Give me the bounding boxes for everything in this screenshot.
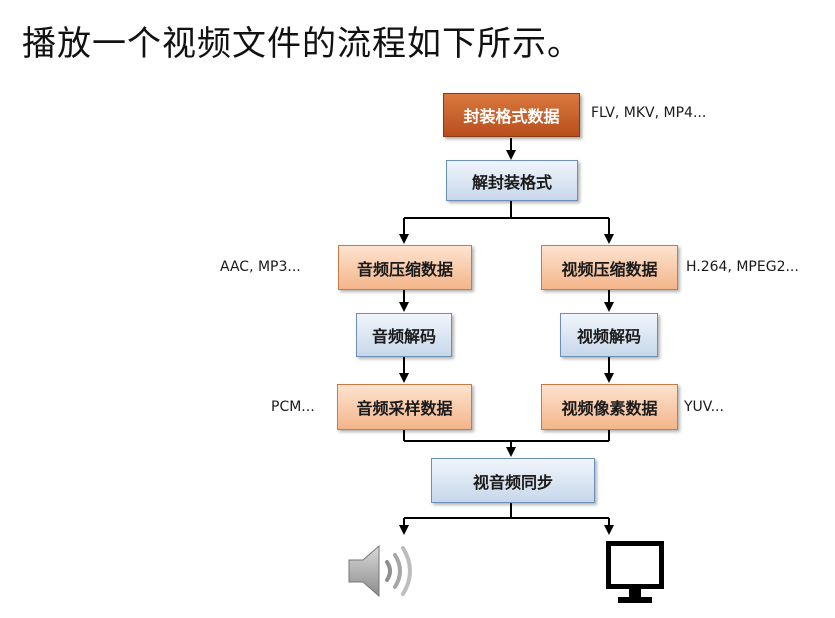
video-compressed-box: 视频压缩数据 [541,245,678,290]
video-pixels-box: 视频像素数据 [541,384,678,430]
av-sync-box: 视音频同步 [431,458,595,503]
audio-decode-box: 音频解码 [356,313,452,357]
page-title: 播放一个视频文件的流程如下所示。 [22,24,582,64]
container-data-box: 封装格式数据 [443,93,580,137]
video-decode-box: 视频解码 [560,313,658,357]
video-raw-note: YUV... [684,399,724,415]
video-formats-note: H.264, MPEG2... [686,259,799,275]
monitor-icon [606,541,664,603]
audio-compressed-box: 音频压缩数据 [338,245,472,290]
demux-box: 解封装格式 [446,160,578,201]
speaker-icon [348,544,412,598]
audio-formats-note: AAC, MP3... [220,259,301,275]
container-formats-note: FLV, MKV, MP4... [591,105,707,121]
audio-raw-note: PCM... [271,399,315,415]
audio-samples-box: 音频采样数据 [337,384,472,430]
